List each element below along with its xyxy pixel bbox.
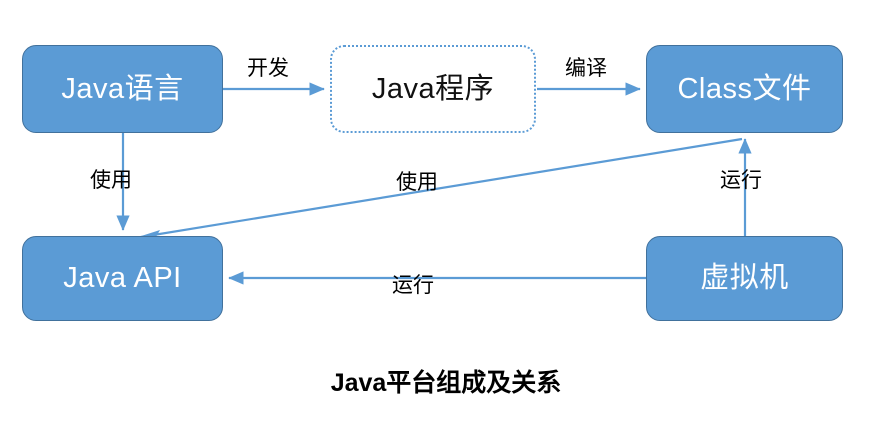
edge-use-api-classfile-arrow: [134, 137, 743, 244]
node-java-language-label: Java语言: [61, 72, 184, 105]
node-java-program-label: Java程序: [371, 72, 495, 105]
node-class-file[interactable]: Class文件: [646, 45, 843, 133]
node-class-file-label: Class文件: [677, 72, 812, 105]
edge-label-use-language-api: 使用: [90, 169, 132, 192]
edge-label-run-vm-api: 运行: [392, 274, 434, 297]
node-virtual-machine-label: 虚拟机: [700, 262, 789, 294]
edge-label-compile: 编译: [565, 57, 607, 80]
node-java-language[interactable]: Java语言: [22, 45, 223, 133]
edge-label-use-api-classfile: 使用: [396, 171, 438, 194]
edge-label-develop: 开发: [247, 57, 289, 80]
node-java-api[interactable]: Java API: [22, 236, 223, 321]
diagram-caption: Java平台组成及关系: [330, 369, 562, 397]
node-virtual-machine[interactable]: 虚拟机: [646, 236, 843, 321]
node-java-api-label: Java API: [63, 262, 182, 294]
edge-label-run-vm-classfile: 运行: [720, 169, 762, 192]
node-java-program[interactable]: Java程序: [330, 45, 536, 133]
